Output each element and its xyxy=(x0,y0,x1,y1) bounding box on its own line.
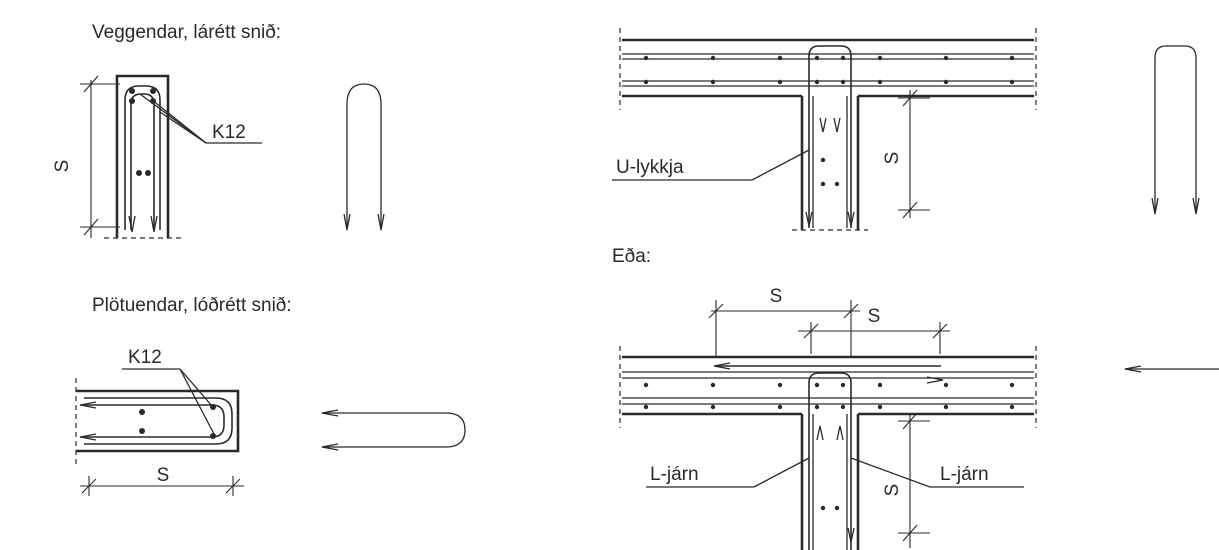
wall-end-k12-label: K12 xyxy=(212,122,246,143)
l-bar-pair xyxy=(808,372,852,550)
t-junction-u-bar-detail: U-lykkja S xyxy=(612,28,1037,231)
slab-end-bar-arrow-top xyxy=(79,401,97,409)
slab-end-k12-label: K12 xyxy=(128,347,162,368)
slab-end-outline xyxy=(76,389,240,453)
slab-end-u-bar-inner xyxy=(84,404,225,438)
l-bar-top-arrow-left xyxy=(713,362,731,370)
slab-end-u-bar xyxy=(84,397,233,445)
l-jarn-left-leader-line xyxy=(753,457,810,488)
u-bar-arrow-right xyxy=(847,211,855,227)
wall-end-dimension-line xyxy=(80,75,120,238)
wall-bar-arrow xyxy=(833,117,841,133)
l-bar-dimension-label-vertical: S xyxy=(882,484,903,497)
wall-end-bar-arrow-right xyxy=(150,215,158,233)
wall-end-shape-arrow-left xyxy=(343,213,351,231)
slab-end-dimension-line xyxy=(80,476,244,496)
slab-end-rebar-dot xyxy=(210,433,216,439)
wall-bar-arrow xyxy=(816,425,824,441)
wall-rebar-dot xyxy=(820,505,826,511)
slab-end-rebar-dot xyxy=(139,428,145,434)
slab-end-rebar-dot xyxy=(139,409,145,415)
t-junction-dimension-label: S xyxy=(882,152,903,165)
slab-end-dimension-label: S xyxy=(157,465,170,486)
u-lykkja-label: U-lykkja xyxy=(616,157,684,178)
slab-end-bar-arrow-bottom xyxy=(79,433,97,441)
t-junction-dimension-line xyxy=(898,89,930,219)
l-bar-top-arrow-right xyxy=(926,376,944,384)
wall-end-outline xyxy=(115,74,170,238)
slab-end-heading: Plötuendar, lóðrétt snið: xyxy=(92,295,292,316)
l-bar-dimension-line-vertical xyxy=(898,412,930,548)
alternative-heading: Eða: xyxy=(612,246,651,267)
u-bar-shape-right xyxy=(1151,45,1200,215)
slab-end-shape-arrow-top xyxy=(321,409,339,417)
wall-rebar-dot xyxy=(820,181,826,187)
wall-rebar-dot xyxy=(820,157,826,163)
wall-end-dimension-label: S xyxy=(52,160,73,173)
slab-rebar-dots-bottom xyxy=(643,382,1015,410)
l-jarn-right-leader-line xyxy=(850,457,931,488)
wall-end-rebar-dot xyxy=(129,98,135,104)
slab-end-section: Plötuendar, lóðrétt snið: K12 S xyxy=(75,295,466,496)
wall-end-rebar-dot xyxy=(136,170,142,176)
l-bar-shape-right xyxy=(1124,365,1219,373)
u-bar-arrow-left xyxy=(805,211,813,227)
slab-end-shape-arrow-bottom xyxy=(321,443,339,451)
wall-end-rebar-dot xyxy=(150,88,156,94)
wall-end-heading: Veggendar, lárétt snið: xyxy=(92,22,281,43)
t-junction-l-bar-detail: Eða: S S xyxy=(612,246,1037,550)
wall-end-u-bar-inner xyxy=(130,93,155,230)
wall-end-rebar-dot xyxy=(145,170,151,176)
wall-end-section: Veggendar, lárétt snið: S xyxy=(52,22,385,239)
wall-rebar-dot xyxy=(834,505,840,511)
wall-end-k12-leader xyxy=(139,93,262,144)
wall-bar-arrow xyxy=(819,117,827,133)
l-bar-dimension-label-right: S xyxy=(868,306,881,327)
l-jarn-left-label: L-járn xyxy=(650,464,699,485)
l-bar-dimension-label-left: S xyxy=(770,286,783,307)
wall-end-u-bar xyxy=(124,85,161,230)
wall-end-rebar-dot xyxy=(129,88,135,94)
wall-rebar-dot xyxy=(834,181,840,187)
wall-end-shape-arrow-right xyxy=(377,213,385,231)
slab-end-u-bar-shape xyxy=(322,412,466,448)
l-bar-dimension-lines-top xyxy=(708,300,950,358)
slab-end-k12-leader xyxy=(122,368,215,435)
wall-bar-arrow xyxy=(836,425,844,441)
wall-end-u-bar-shape xyxy=(346,83,382,228)
t-junction-u-bar xyxy=(808,45,852,228)
u-lykkja-leader-line xyxy=(751,149,810,181)
wall-bar-arrow xyxy=(847,527,855,543)
wall-end-bar-arrow-left xyxy=(128,215,136,233)
l-jarn-right-label: L-járn xyxy=(940,464,989,485)
slab-rebar-dots-top xyxy=(643,55,1015,85)
